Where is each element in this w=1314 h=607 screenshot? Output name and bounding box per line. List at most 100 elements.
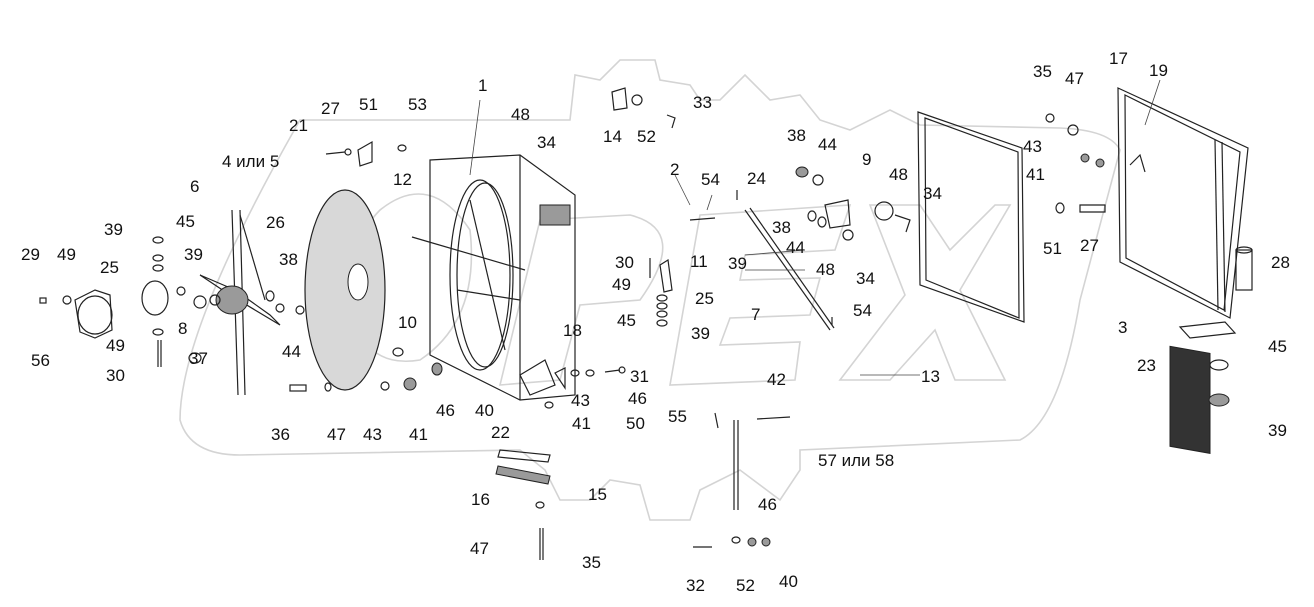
callout-40-center: 40 <box>475 401 494 420</box>
callout-47-left: 47 <box>327 425 346 444</box>
callout-44-left: 44 <box>282 342 301 361</box>
callout-7: 7 <box>751 305 761 324</box>
callout-41-right: 41 <box>1026 165 1045 184</box>
callout-32: 32 <box>686 576 705 595</box>
callout-18: 18 <box>563 321 582 340</box>
callout-44-mid: 44 <box>786 238 805 257</box>
callout-38-left: 38 <box>279 250 298 269</box>
watermark-gear-outline <box>179 59 1121 521</box>
callout-54-top: 54 <box>701 170 720 189</box>
callout-10: 10 <box>398 313 417 332</box>
flange <box>141 280 169 316</box>
callout-54-right: 54 <box>853 301 872 320</box>
callout-15: 15 <box>588 485 607 504</box>
callout-47-bottom: 47 <box>470 539 489 558</box>
callout-52-top: 52 <box>637 127 656 146</box>
callout-39-hub: 39 <box>184 245 203 264</box>
callout-56: 56 <box>31 351 50 370</box>
callout-50: 50 <box>626 414 645 433</box>
callout-9: 9 <box>862 150 872 169</box>
callout-47-top: 47 <box>1065 69 1084 88</box>
callout-45-left: 45 <box>176 212 195 231</box>
callout-27-left: 27 <box>321 99 340 118</box>
callout-39-lower: 39 <box>691 324 710 343</box>
watermark-letter-p <box>498 214 664 386</box>
callout-34-frame: 34 <box>923 184 942 203</box>
fan-shroud <box>411 154 576 401</box>
callout-37: 37 <box>189 349 208 368</box>
watermark-letter-x <box>838 204 1012 381</box>
callout-43-left: 43 <box>363 425 382 444</box>
callout-49-lower: 49 <box>106 336 125 355</box>
callout-43-center: 43 <box>571 391 590 410</box>
hub-cover <box>77 295 113 335</box>
callout-30-left: 30 <box>106 366 125 385</box>
callout-51-left: 51 <box>359 95 378 114</box>
watermark-letter-e <box>669 204 852 386</box>
callout-36: 36 <box>271 425 290 444</box>
callout-34-shroud: 34 <box>537 133 556 152</box>
callout-51-right: 51 <box>1043 239 1062 258</box>
callout-46-left: 46 <box>436 401 455 420</box>
callout-43-right: 43 <box>1023 137 1042 156</box>
callout-25-center: 25 <box>695 289 714 308</box>
callout-3: 3 <box>1118 318 1128 337</box>
callout-8: 8 <box>178 319 188 338</box>
callout-2: 2 <box>670 160 680 179</box>
callout-17: 17 <box>1109 49 1128 68</box>
callout-13: 13 <box>921 367 940 386</box>
callout-22: 22 <box>491 423 510 442</box>
callout-1: 1 <box>478 76 488 95</box>
callout-29: 29 <box>21 245 40 264</box>
callout-48-right: 48 <box>889 165 908 184</box>
callout-49-left: 49 <box>57 245 76 264</box>
callout-27-right: 27 <box>1080 236 1099 255</box>
callout-16: 16 <box>471 490 490 509</box>
callout-57-or-58: 57 или 58 <box>818 451 895 470</box>
callout-45-center: 45 <box>617 311 636 330</box>
callout-24: 24 <box>747 169 766 188</box>
callout-38-top: 38 <box>787 126 806 145</box>
callout-35-top: 35 <box>1033 62 1052 81</box>
callout-39-mid: 39 <box>728 254 747 273</box>
callout-48-mid: 48 <box>816 260 835 279</box>
callout-46-center: 46 <box>628 389 647 408</box>
callout-33: 33 <box>693 93 712 112</box>
callout-41-center: 41 <box>572 414 591 433</box>
callout-39-right: 39 <box>1268 421 1287 440</box>
callout-21: 21 <box>289 116 308 135</box>
callout-34-center: 34 <box>856 269 875 288</box>
callout-48-shroud: 48 <box>511 105 530 124</box>
callout-40-bottom: 40 <box>779 572 798 591</box>
callout-31: 31 <box>630 367 649 386</box>
callout-53: 53 <box>408 95 427 114</box>
seal-frame <box>917 111 1025 323</box>
callout-26: 26 <box>266 213 285 232</box>
radiator-frame <box>1117 87 1249 454</box>
callout-38-mid: 38 <box>772 218 791 237</box>
callout-11: 11 <box>690 252 708 271</box>
callout-45-right: 45 <box>1268 337 1287 356</box>
callout-55: 55 <box>668 407 687 426</box>
callout-14: 14 <box>603 127 622 146</box>
callout-44-top: 44 <box>818 135 837 154</box>
callout-19: 19 <box>1149 61 1168 80</box>
callout-30-center: 30 <box>615 253 634 272</box>
callout-12: 12 <box>393 170 412 189</box>
callout-25-left: 25 <box>100 258 119 277</box>
callout-23: 23 <box>1137 356 1156 375</box>
callout-42: 42 <box>767 370 786 389</box>
callout-52-bottom: 52 <box>736 576 755 595</box>
mesh-disc <box>304 189 386 391</box>
callout-39-left: 39 <box>104 220 123 239</box>
callout-41-left: 41 <box>409 425 428 444</box>
callout-35-bottom: 35 <box>582 553 601 572</box>
callout-28: 28 <box>1271 253 1290 272</box>
callout-4-or-5: 4 или 5 <box>222 152 280 171</box>
fan-assembly <box>199 209 281 396</box>
callout-46-bottom: 46 <box>758 495 777 514</box>
callout-6: 6 <box>190 177 200 196</box>
callout-49-center: 49 <box>612 275 631 294</box>
